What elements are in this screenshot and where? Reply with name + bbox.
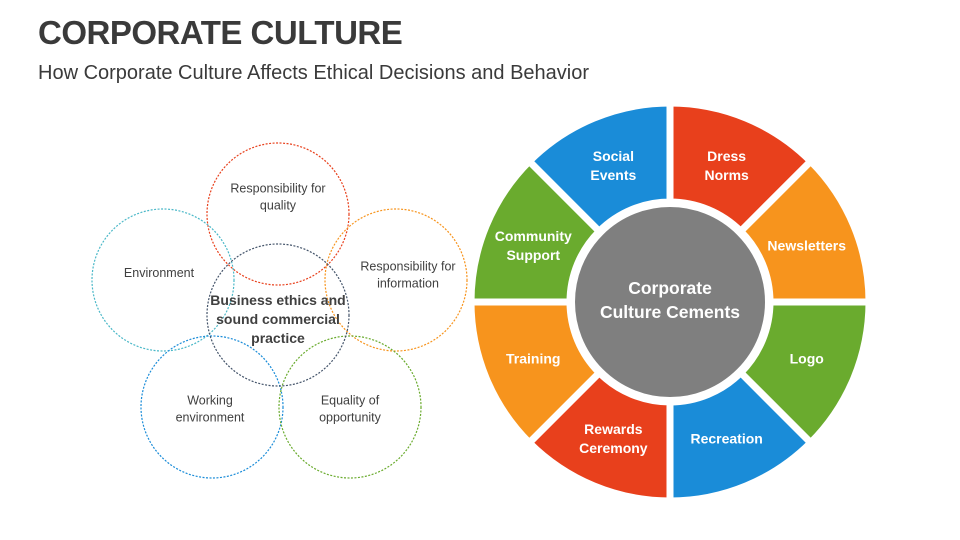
venn-center-label: practice (251, 330, 305, 346)
venn-circle (324, 208, 468, 352)
venn-circle (206, 142, 350, 286)
venn-label: Environment (124, 266, 195, 280)
venn-center-circle (206, 243, 350, 387)
venn-label: opportunity (319, 411, 382, 425)
venn-center-label: sound commercial (216, 311, 340, 327)
wheel-segment-label: Social (593, 148, 634, 164)
venn-circle (91, 208, 235, 352)
slide-title: CORPORATE CULTURE (38, 14, 403, 51)
wheel-segment-label: Rewards (584, 421, 643, 437)
venn-circle (140, 335, 284, 479)
wheel-segment (524, 99, 674, 237)
wheel-center-label: Culture Cements (600, 302, 740, 322)
wheel-segment-label: Newsletters (767, 237, 846, 253)
wheel-center-label: Corporate (628, 278, 712, 298)
wheel-segment-label: Support (506, 247, 560, 263)
venn-label: Equality of (321, 394, 380, 408)
wheel-segment-label: Community (495, 228, 572, 244)
wheel-segment-label: Ceremony (579, 440, 648, 456)
venn-label: Responsibility for (230, 182, 325, 196)
venn-label: Responsibility for (360, 260, 455, 274)
wheel-segment-label: Logo (790, 351, 824, 367)
wheel-segment-label: Events (590, 167, 636, 183)
wheel-segment-label: Recreation (690, 431, 762, 447)
wheel-segment-label: Training (506, 351, 560, 367)
wheel-segment-label: Norms (704, 167, 749, 183)
venn-label: quality (260, 199, 297, 213)
slide-subtitle: How Corporate Culture Affects Ethical De… (38, 62, 590, 84)
wheel-segment-label: Dress (707, 148, 746, 164)
venn-center-label: Business ethics and (210, 292, 345, 308)
venn-circle (278, 335, 422, 479)
venn-label: Working (187, 394, 233, 408)
wheel-center-circle (571, 203, 769, 401)
venn-label: environment (176, 411, 245, 425)
venn-label: information (377, 277, 439, 291)
